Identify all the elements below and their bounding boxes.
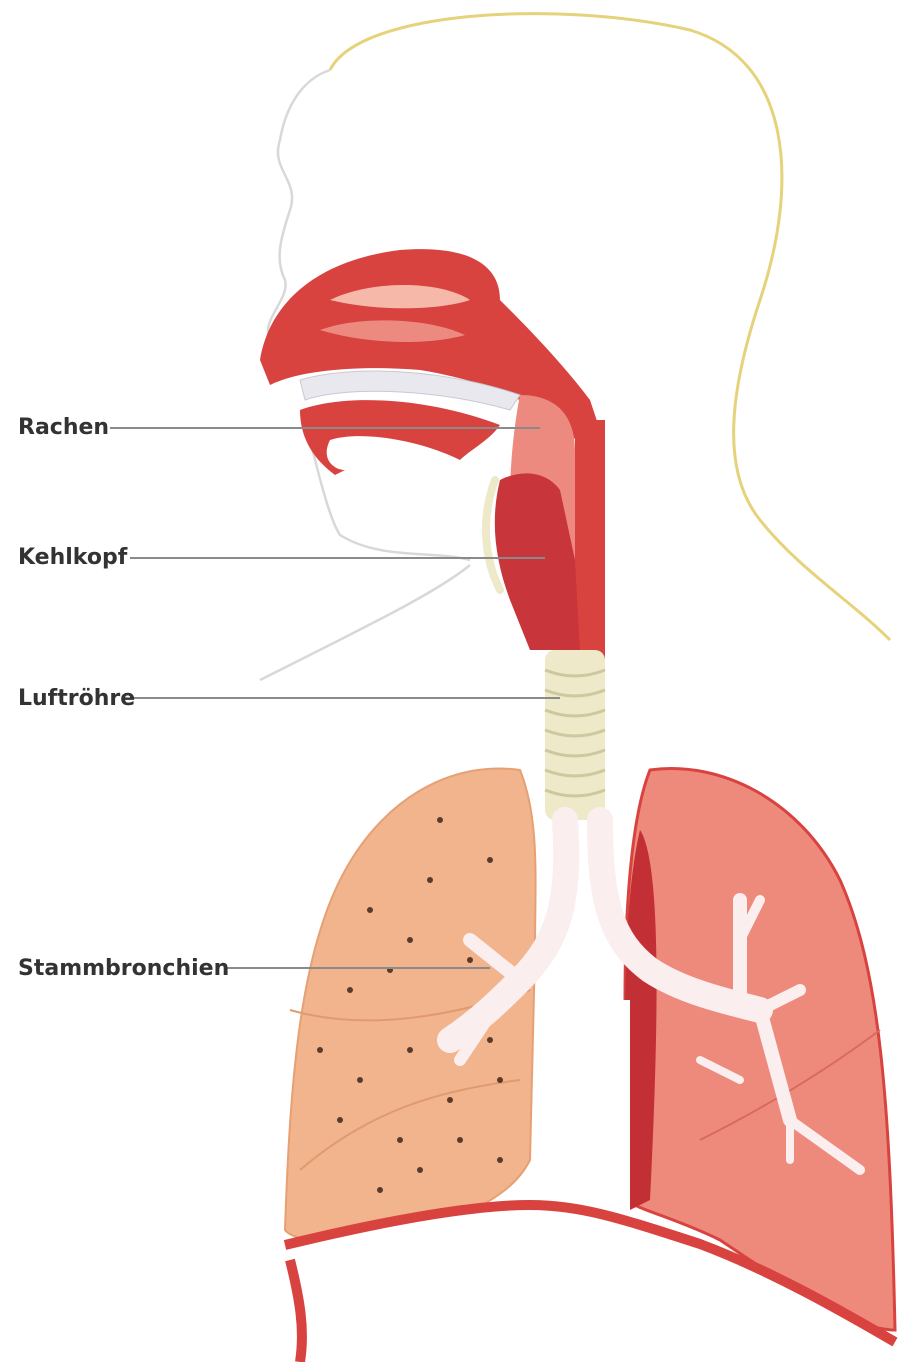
chin-outline xyxy=(310,440,470,560)
label-rachen: Rachen xyxy=(18,415,109,440)
label-kehlkopf: Kehlkopf xyxy=(18,545,128,570)
jaw-line xyxy=(260,565,470,680)
tongue xyxy=(300,400,500,475)
label-stammbronchien: Stammbronchien xyxy=(18,956,229,981)
trachea xyxy=(545,650,605,820)
label-luftroehre: Luftröhre xyxy=(18,686,135,711)
mediastinum xyxy=(540,1000,630,1215)
